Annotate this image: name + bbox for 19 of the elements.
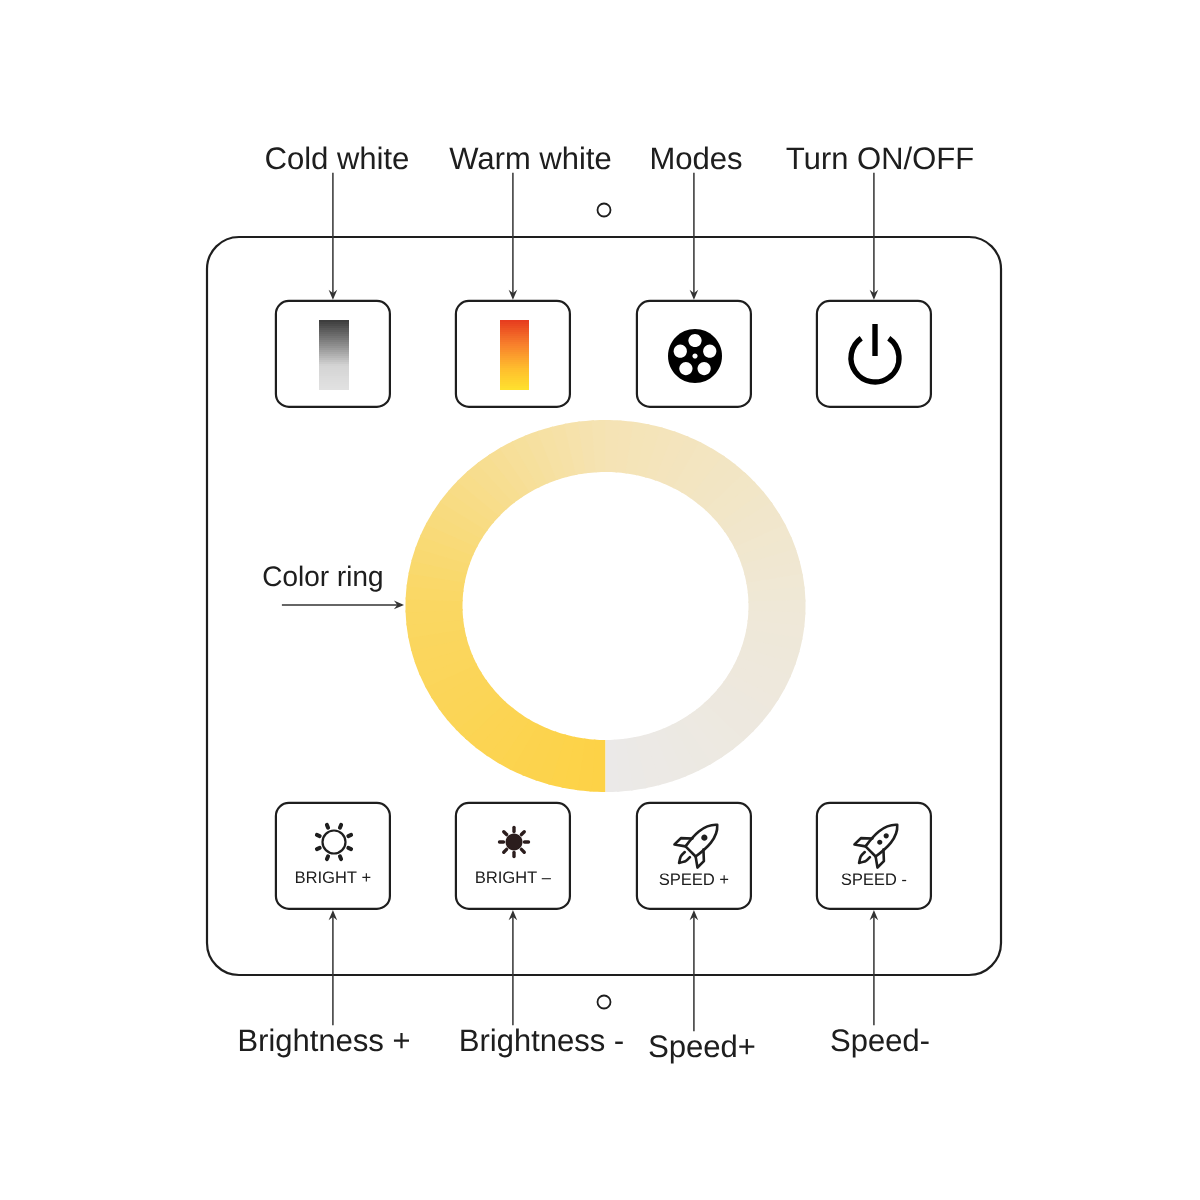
button: BRIGHT +: [274, 801, 391, 910]
label: Warm white: [449, 146, 611, 170]
color-ring: [405, 420, 806, 792]
label: Speed+: [649, 1034, 755, 1064]
label: Cold white: [266, 146, 408, 170]
label: Speed-: [831, 1028, 929, 1058]
button: [454, 299, 571, 408]
panel: [205, 235, 1003, 977]
label: Color ring: [263, 565, 382, 592]
button: SPEED +: [635, 801, 752, 910]
label: Modes: [652, 146, 742, 170]
button: BRIGHT –: [454, 801, 571, 910]
label: Brightness -: [461, 1028, 623, 1058]
button: SPEED -: [815, 801, 932, 910]
button: [815, 299, 932, 408]
button: [274, 299, 391, 408]
label: Brightness +: [239, 1028, 409, 1058]
button: [635, 299, 752, 408]
label: Turn ON/OFF: [786, 146, 973, 170]
